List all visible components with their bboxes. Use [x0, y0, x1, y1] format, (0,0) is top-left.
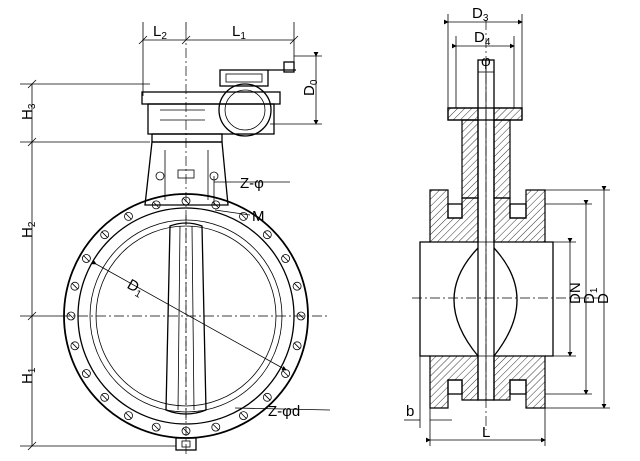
label-zphi: Z-φ: [240, 175, 264, 192]
bolt-hole-mark: [293, 342, 301, 350]
bolt-hole-mark: [125, 412, 132, 419]
bottom-boss: [175, 437, 197, 451]
label-b: b: [406, 403, 414, 420]
label-phi: φ: [481, 53, 491, 70]
bolt-hole-mark: [71, 282, 79, 290]
bolt-hole-mark: [83, 255, 90, 262]
label-l: L: [482, 424, 490, 441]
bolt-hole-mark: [182, 197, 190, 205]
label-h3: H3: [19, 103, 38, 120]
bolt-hole: [239, 411, 248, 421]
bolt-hole: [100, 230, 110, 240]
bolt-hole: [124, 411, 133, 421]
label-h2: H2: [19, 221, 38, 238]
bolt-hole-mark: [101, 394, 108, 401]
label-d1-side: D1: [581, 287, 600, 304]
bolt-hole-mark: [152, 423, 160, 431]
bolt-hole: [82, 369, 91, 378]
bolt-hole-mark: [152, 201, 160, 209]
bolt-hole: [151, 422, 161, 432]
bolt-hole-mark: [282, 370, 289, 377]
bolt-hole: [181, 426, 191, 436]
bolt-hole: [239, 211, 248, 221]
bolt-hole-mark: [293, 282, 301, 290]
bolt-hole: [70, 341, 80, 351]
bolt-hole-mark: [264, 231, 271, 238]
bolt-hole: [262, 230, 272, 240]
length-dims: [138, 22, 299, 96]
bolt-hole-mark: [83, 370, 90, 377]
zphid-leader: [234, 407, 331, 411]
bolt-hole-mark: [182, 427, 190, 435]
d0-dim: [270, 52, 322, 125]
bolt-hole: [292, 281, 302, 291]
label-d0: D0: [301, 79, 320, 96]
label-h1: H1: [19, 367, 38, 384]
label-d4: D4: [474, 29, 491, 48]
bolt-hole: [66, 311, 76, 321]
bolt-hole: [211, 200, 221, 210]
bolt-hole: [292, 341, 302, 351]
disc: [165, 215, 207, 420]
bolt-hole: [181, 196, 191, 206]
bolt-hole-mark: [125, 213, 132, 220]
bolt-hole: [70, 281, 80, 291]
front-view: [20, 22, 331, 455]
bolt-hole-mark: [264, 394, 271, 401]
bolt-hole-mark: [240, 412, 247, 419]
bolt-hole: [211, 422, 221, 432]
bolt-hole-mark: [297, 312, 305, 320]
height-dims: [20, 79, 176, 451]
bolt-hole: [124, 211, 133, 221]
label-dn: DN: [567, 282, 584, 304]
gearbox: [141, 61, 296, 143]
label-d1-front: D1: [123, 276, 147, 301]
bolt-hole-mark: [71, 342, 79, 350]
bolt-hole: [82, 254, 91, 263]
bolt-hole-mark: [101, 231, 108, 238]
m-leader: [214, 209, 251, 216]
bolt-hole: [262, 392, 272, 402]
bolt-hole-mark: [282, 255, 289, 262]
bolt-hole-mark: [212, 423, 220, 431]
label-d: D: [595, 293, 612, 304]
bolt-hole: [296, 311, 306, 321]
label-m: M: [252, 208, 265, 225]
label-l2: L2: [153, 23, 167, 42]
bolt-hole-mark: [240, 213, 247, 220]
bolt-hole: [100, 392, 110, 402]
label-d3: D3: [472, 5, 489, 24]
label-l1: L1: [232, 23, 246, 42]
neck: [144, 141, 229, 206]
side-view: [404, 14, 610, 446]
bolt-hole-mark: [67, 312, 75, 320]
bolt-holes: [66, 196, 306, 436]
bolt-hole: [151, 200, 161, 210]
label-zphid: Z-φd: [268, 403, 300, 420]
